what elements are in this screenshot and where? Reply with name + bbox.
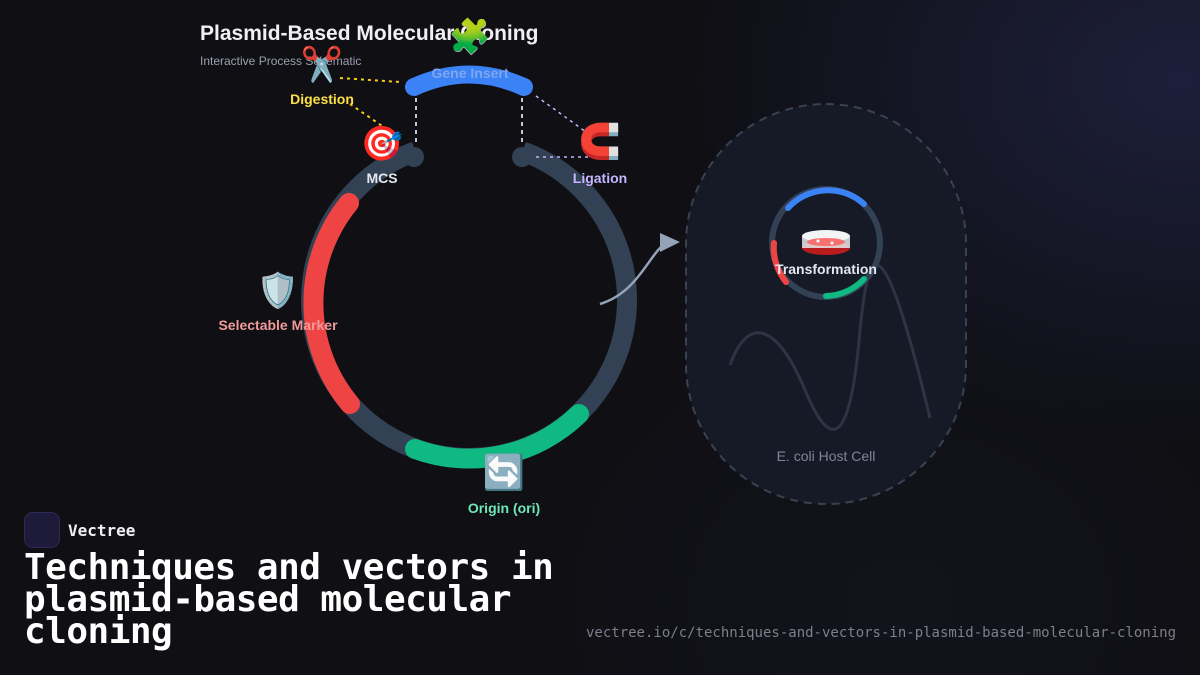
- transformation-label[interactable]: Transformation: [775, 261, 877, 277]
- gene-insert-segment[interactable]: [405, 65, 533, 96]
- origin-segment[interactable]: [405, 404, 589, 469]
- brand-logo: [24, 512, 60, 548]
- brand-name: Vectree: [68, 520, 136, 540]
- ecoli-host-cell[interactable]: [685, 103, 967, 505]
- brand: Vectree: [24, 512, 135, 548]
- small-plasmid: [769, 186, 883, 300]
- selectable-marker-label[interactable]: Selectable Marker: [218, 317, 338, 333]
- small-plasmid-marker: [770, 240, 789, 285]
- small-plasmid-origin: [823, 276, 867, 299]
- chromosome-dna: [728, 263, 932, 431]
- cycle-arrows-icon: 🔄: [482, 453, 526, 493]
- page-url[interactable]: vectree.io/c/techniques-and-vectors-in-p…: [585, 625, 1176, 641]
- headline: Techniques and vectors in plasmid-based …: [24, 547, 554, 652]
- selectable-marker-segment[interactable]: [303, 193, 360, 414]
- scissors-icon: ✂️: [300, 45, 344, 85]
- host-cell-label: E. coli Host Cell: [776, 448, 876, 464]
- digestion-label[interactable]: Digestion: [290, 91, 354, 107]
- ligation-label[interactable]: Ligation: [572, 170, 628, 186]
- digestion-connector: [339, 77, 401, 83]
- page-title: Plasmid-Based Molecular Cloning: [200, 22, 539, 45]
- ligation-connector: [535, 95, 587, 133]
- origin-label[interactable]: Origin (ori): [467, 500, 541, 516]
- petri-dish-icon: [802, 230, 850, 255]
- small-plasmid-insert: [785, 187, 867, 211]
- page-subtitle: Interactive Process Schematic: [200, 54, 362, 68]
- puzzle-piece-icon: 🧩: [448, 17, 492, 57]
- gene-insert-label[interactable]: Gene Insert: [431, 65, 509, 81]
- shield-icon: 🛡️: [256, 271, 300, 311]
- target-icon: 🎯: [360, 124, 404, 164]
- magnet-icon: 🧲: [578, 122, 622, 162]
- mcs-label[interactable]: MCS: [366, 170, 398, 186]
